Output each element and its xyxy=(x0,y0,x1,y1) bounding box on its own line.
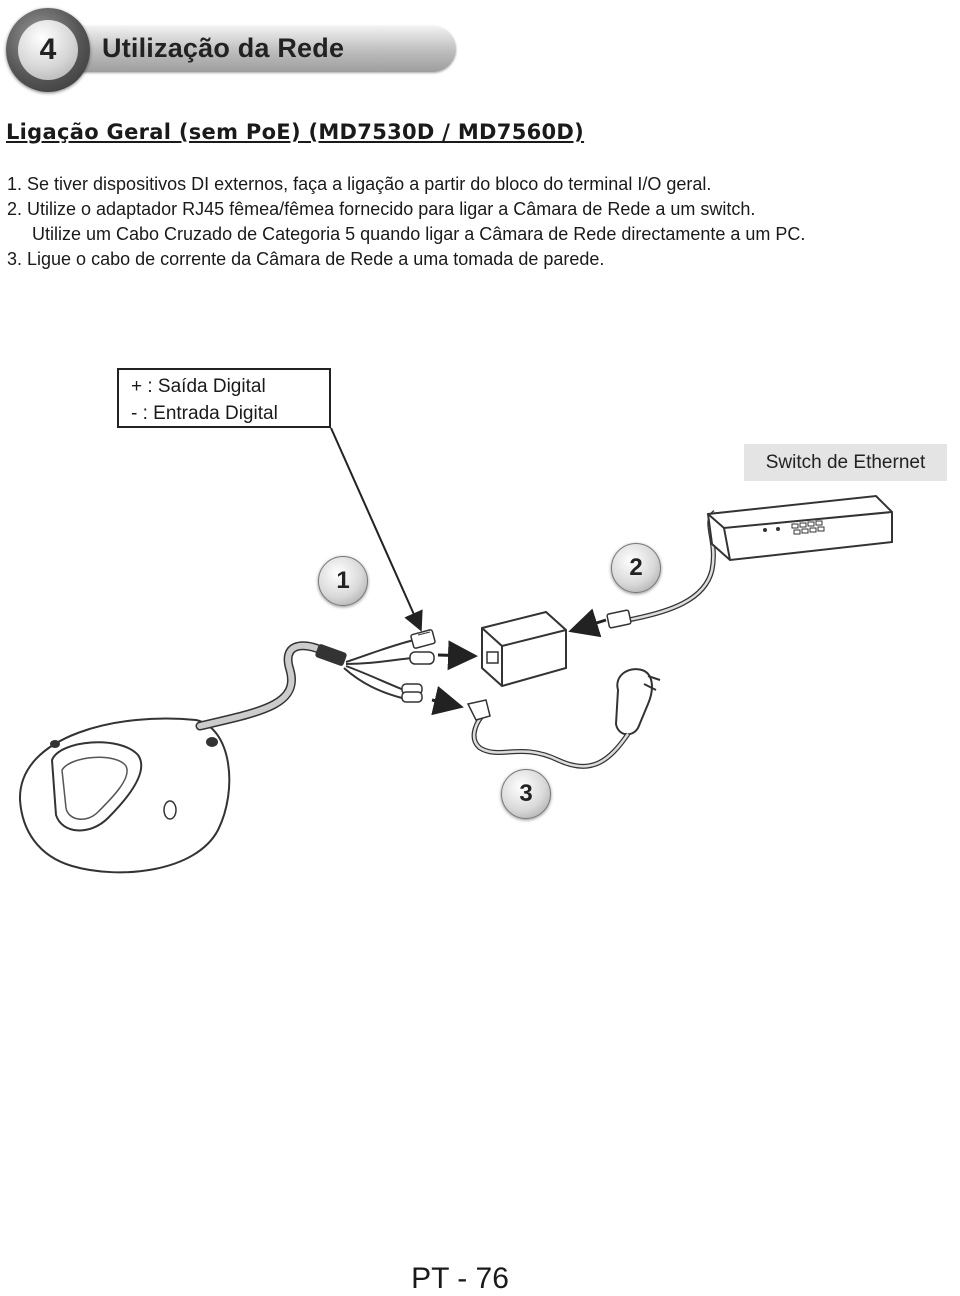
rj45-adapter xyxy=(481,610,567,688)
section-number-badge: 4 xyxy=(6,8,90,92)
callout-1: 1 xyxy=(318,556,368,606)
switch-label: Switch de Ethernet xyxy=(744,444,947,481)
section-title: Utilização da Rede xyxy=(102,33,345,63)
dc-plug-camera xyxy=(409,651,435,665)
callout-2: 2 xyxy=(611,543,661,593)
section-header-bar xyxy=(40,26,456,72)
power-cable xyxy=(466,699,631,769)
arrow-camera-to-adapter xyxy=(437,640,478,671)
step-1: 1. Se tiver dispositivos DI externos, fa… xyxy=(7,174,712,194)
ethernet-switch xyxy=(706,494,893,562)
step-2-note: Utilize um Cabo Cruzado de Categoria 5 q… xyxy=(32,224,806,244)
instruction-steps: 1. Se tiver dispositivos DI externos, fa… xyxy=(7,172,805,272)
legend-digital-input: - : Entrada Digital xyxy=(131,403,278,424)
page-number: PT - 76 xyxy=(411,1262,509,1295)
camera-body xyxy=(18,717,231,874)
step-3: 3. Ligue o cabo de corrente da Câmara de… xyxy=(7,249,605,269)
callout-3: 3 xyxy=(501,769,551,819)
arrow-camera-to-power xyxy=(431,685,464,716)
legend-pointer-arrow xyxy=(330,427,423,632)
arrow-switch-to-adapter xyxy=(568,608,607,638)
step-2: 2. Utilize o adaptador RJ45 fêmea/fêmea … xyxy=(7,199,756,219)
power-adapter xyxy=(614,668,661,736)
digital-io-wires xyxy=(401,683,423,703)
rj45-plug-camera xyxy=(410,629,436,649)
section-number: 4 xyxy=(18,20,78,80)
camera-cable xyxy=(195,639,415,731)
digital-io-legend: + : Saída Digital - : Entrada Digital xyxy=(117,368,331,428)
legend-digital-output: + : Saída Digital xyxy=(131,376,266,397)
page-subtitle: Ligação Geral (sem PoE) (MD7530D / MD756… xyxy=(6,120,585,144)
